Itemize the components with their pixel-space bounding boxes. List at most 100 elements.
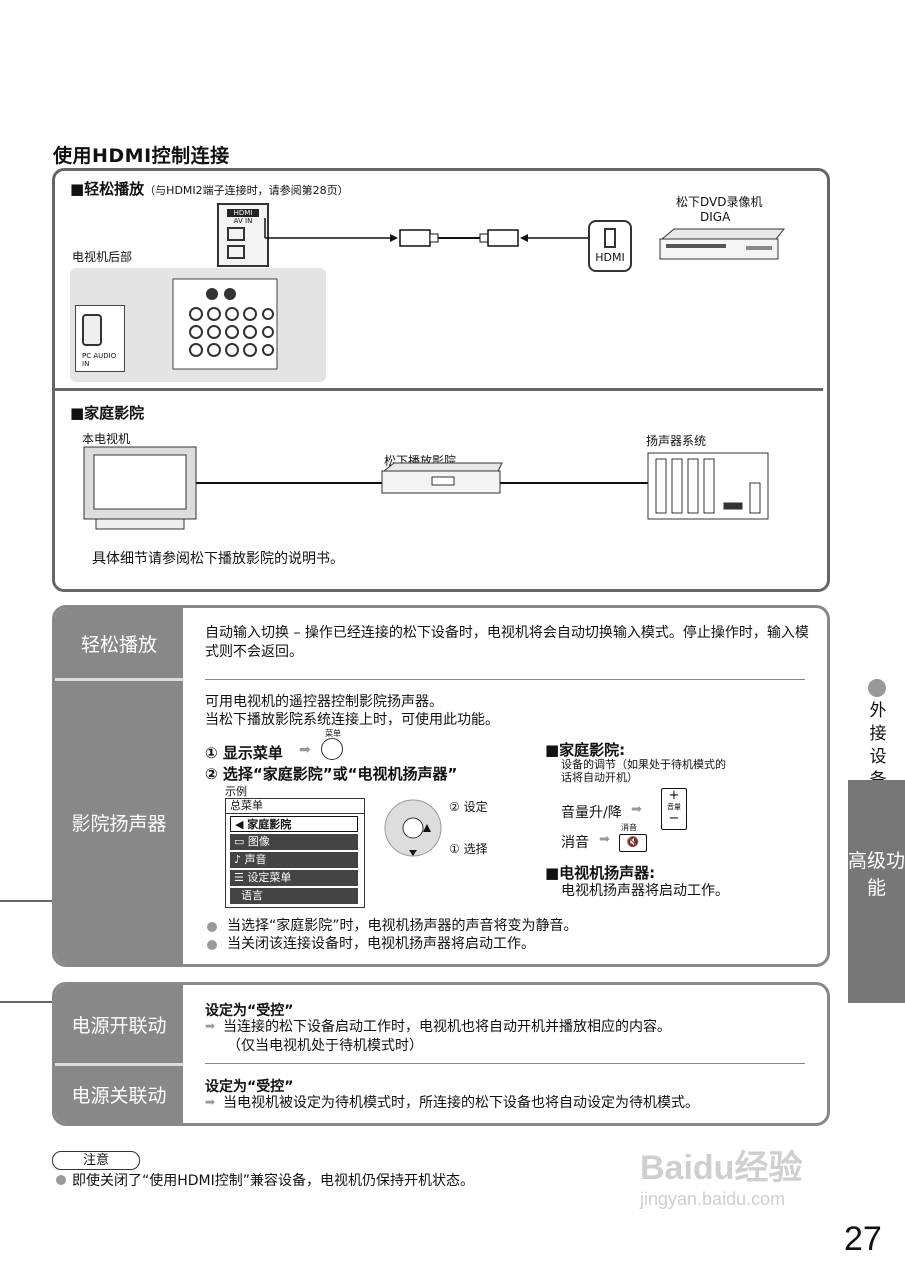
margin-rule bbox=[0, 1001, 52, 1003]
power-off-heading: 设定为“受控” bbox=[205, 1079, 294, 1095]
menu-item-label: 家庭影院 bbox=[247, 818, 292, 831]
bullet-icon bbox=[207, 922, 217, 932]
main-menu-example: 总菜单 ◀ 家庭影院 ▭ 图像 ♪ 声音 ☰ 设定菜单 语言 bbox=[225, 798, 365, 908]
mute-label: 消音 bbox=[561, 835, 589, 851]
mute-key[interactable]: 🔇 bbox=[619, 834, 647, 852]
tab-easy-play: 轻松播放 bbox=[55, 608, 183, 678]
step-1-display-menu: ① 显示菜单 bbox=[205, 744, 283, 762]
tv-hdmi-port-panel: HDMI AV IN bbox=[217, 203, 269, 267]
dvd-recorder-icon bbox=[659, 228, 786, 260]
detail-note: 具体细节请参阅松下播放影院的说明书。 bbox=[92, 551, 344, 567]
tv-rear-label: 电视机后部 bbox=[72, 250, 133, 264]
menu-item-home-theater[interactable]: ◀ 家庭影院 bbox=[230, 816, 358, 832]
watermark-brand: Baidu经验 bbox=[640, 1149, 803, 1187]
content-separator bbox=[205, 1063, 805, 1064]
home-theater-heading: ■家庭影院 bbox=[70, 404, 145, 422]
volume-label: 音量升/降 bbox=[561, 805, 622, 821]
power-on-line-2: （仅当电视机处于待机模式时） bbox=[227, 1038, 423, 1054]
theater-line-2: 当松下播放影院系统连接上时，可使用此功能。 bbox=[205, 712, 499, 728]
power-on-line-1: 当连接的松下设备启动工作时，电视机也将自动开机并播放相应的内容。 bbox=[223, 1019, 671, 1035]
av-jack-panel bbox=[172, 278, 278, 370]
pc-label: PC bbox=[82, 352, 92, 360]
this-tv-label: 本电视机 bbox=[82, 432, 131, 446]
plus-icon: + bbox=[668, 788, 680, 803]
menu-item-label: 设定菜单 bbox=[247, 871, 292, 884]
tab-theater-speaker: 影院扬声器 bbox=[55, 681, 183, 964]
theater-line-1: 可用电视机的遥控器控制影院扬声器。 bbox=[205, 694, 443, 710]
side-chapter-tab bbox=[848, 780, 905, 1003]
side-chapter-label: 高级功能 bbox=[848, 850, 905, 899]
arrow-icon: ➡ bbox=[599, 832, 610, 847]
page-number: 27 bbox=[844, 1220, 882, 1258]
example-label: 示例 bbox=[225, 785, 247, 798]
menu-title: 总菜单 bbox=[226, 799, 364, 814]
arrow-icon: ➡ bbox=[205, 1019, 216, 1033]
step-2-select: ② 选择“家庭影院”或“电视机扬声器” bbox=[205, 765, 458, 783]
home-theater-desc-1: 设备的调节（如果处于待机模式的 bbox=[561, 758, 726, 771]
home-theater-desc-2: 话将自动开机） bbox=[561, 771, 638, 784]
section-dot-icon bbox=[868, 679, 886, 697]
arrow-icon: ➡ bbox=[205, 1095, 216, 1109]
menu-item-label: 声音 bbox=[244, 853, 267, 866]
pc-port-panel: PC AUDIO IN bbox=[75, 305, 125, 372]
side-section-label: 外接设备 bbox=[869, 701, 887, 790]
tv-speaker-option-heading: ■电视机扬声器: bbox=[545, 864, 656, 882]
baidu-watermark: Baidu经验 jingyan.baidu.com bbox=[640, 1140, 802, 1210]
arrow-icon: ➡ bbox=[299, 742, 311, 758]
remote-dpad-icon bbox=[384, 799, 442, 857]
volume-key-label: 音量 bbox=[667, 803, 681, 811]
note-label: 注意 bbox=[52, 1151, 140, 1170]
tab-power-off-link: 电源关联动 bbox=[55, 1066, 183, 1123]
pc-vga-port bbox=[82, 314, 102, 346]
av-in-label: AV IN bbox=[233, 217, 253, 225]
volume-key[interactable]: + 音量 − bbox=[661, 788, 687, 830]
easy-play-description: 自动输入切换 – 操作已经连接的松下设备时，电视机将会自动切换输入模式。停止操作… bbox=[205, 625, 809, 660]
dvd-hdmi-port-callout: HDMI bbox=[588, 220, 632, 272]
audio-in-label: AUDIO IN bbox=[82, 352, 117, 368]
menu-item-setup[interactable]: ☰ 设定菜单 bbox=[230, 870, 358, 886]
bullet-icon bbox=[207, 940, 217, 950]
dvd-recorder-label: 松下DVD录像机 bbox=[676, 195, 763, 209]
speaker-system-label: 扬声器系统 bbox=[646, 434, 707, 448]
diga-label: DIGA bbox=[700, 210, 731, 224]
hdmi-port-1 bbox=[227, 227, 245, 241]
menu-item-label: 图像 bbox=[247, 835, 270, 848]
home-theater-drawing bbox=[83, 446, 769, 530]
power-off-line-1: 当电视机被设定为待机模式时，所连接的松下设备也将自动设定为待机模式。 bbox=[223, 1095, 699, 1111]
tab-separator bbox=[55, 678, 183, 681]
menu-item-picture[interactable]: ▭ 图像 bbox=[230, 834, 358, 850]
diagram-divider bbox=[55, 388, 823, 391]
page-title: 使用HDMI控制连接 bbox=[53, 145, 230, 167]
bullet-icon bbox=[56, 1175, 66, 1185]
hdmi-label: HDMI bbox=[595, 251, 625, 264]
menu-key-label: 菜单 bbox=[325, 729, 341, 738]
arrow-icon: ➡ bbox=[631, 802, 642, 817]
feature-table-power-link: 电源开联动 电源关联动 设定为“受控” ➡ 当连接的松下设备启动工作时，电视机也… bbox=[52, 982, 830, 1126]
note-text: 即使关闭了“使用HDMI控制”兼容设备，电视机仍保持开机状态。 bbox=[72, 1173, 475, 1189]
feature-table-easy-play-theater: 轻松播放 影院扬声器 自动输入切换 – 操作已经连接的松下设备时，电视机将会自动… bbox=[52, 605, 830, 967]
theater-bullet-1: 当选择“家庭影院”时，电视机扬声器的声音将变为静音。 bbox=[227, 918, 578, 934]
easy-play-heading: ■轻松播放（与HDMI2端子连接时，请参阅第28页） bbox=[70, 178, 349, 199]
hdmi-logo: HDMI bbox=[227, 209, 259, 217]
tv-speaker-desc: 电视机扬声器将启动工作。 bbox=[561, 883, 729, 899]
minus-icon: − bbox=[668, 811, 680, 826]
tab-power-on-link: 电源开联动 bbox=[55, 985, 183, 1063]
set-label: ② 设定 bbox=[449, 800, 488, 814]
menu-button-icon bbox=[321, 738, 343, 760]
tab-separator bbox=[55, 1063, 183, 1066]
select-label: ① 选择 bbox=[449, 842, 488, 856]
menu-item-sound[interactable]: ♪ 声音 bbox=[230, 852, 358, 868]
home-theater-option-heading: ■家庭影院: bbox=[545, 741, 626, 759]
mute-key-label: 消音 bbox=[621, 823, 637, 832]
theater-bullet-2: 当关闭该连接设备时，电视机扬声器将启动工作。 bbox=[227, 936, 535, 952]
menu-item-label: 语言 bbox=[241, 889, 263, 902]
easy-play-title: ■轻松播放 bbox=[70, 180, 145, 198]
content-separator bbox=[205, 679, 805, 680]
easy-play-note: （与HDMI2端子连接时，请参阅第28页） bbox=[144, 184, 349, 197]
menu-item-language[interactable]: 语言 bbox=[230, 888, 358, 904]
mute-icon: 🔇 bbox=[626, 837, 640, 848]
margin-rule bbox=[0, 900, 52, 902]
hdmi-port-2 bbox=[227, 245, 245, 259]
hdmi-cable-drawing bbox=[264, 218, 590, 247]
watermark-url: jingyan.baidu.com bbox=[640, 1189, 786, 1209]
